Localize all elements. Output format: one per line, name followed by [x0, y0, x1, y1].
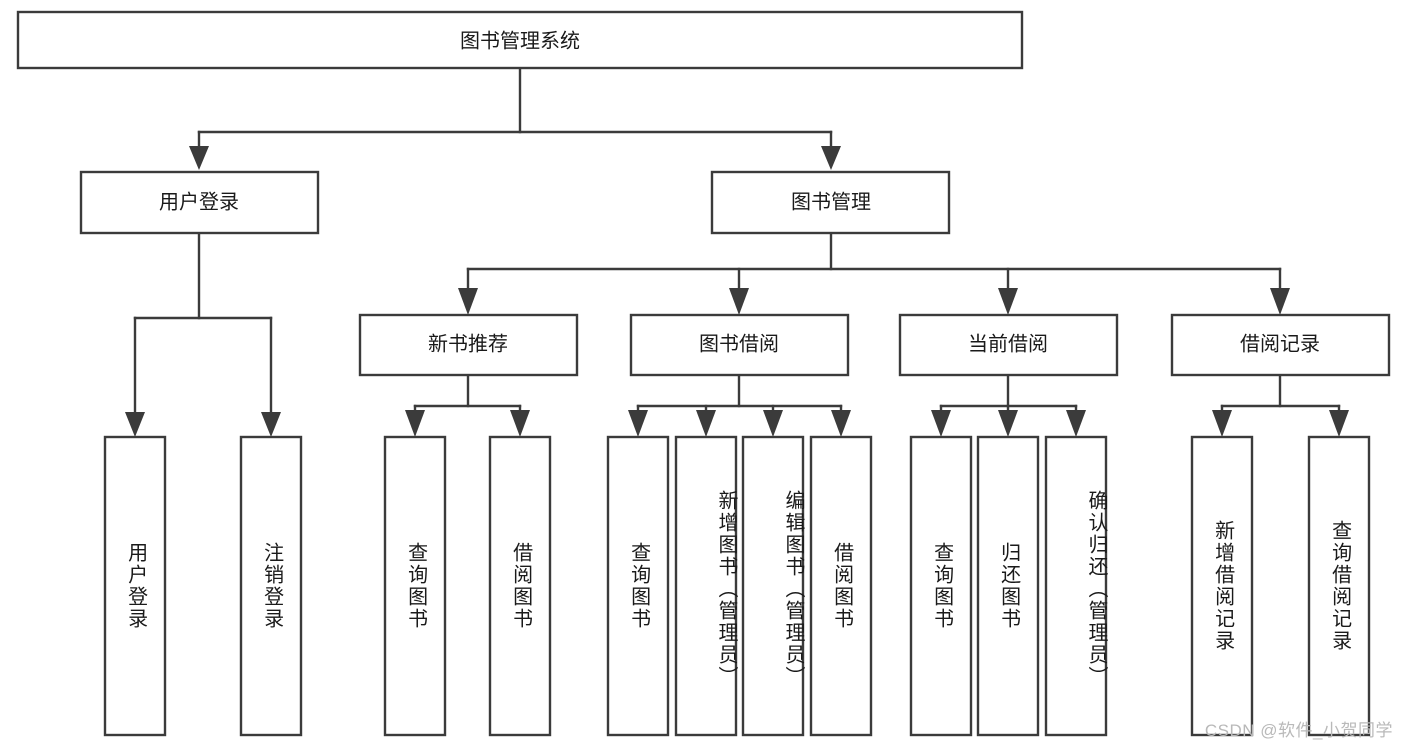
arrowhead-book-borrow: [729, 288, 749, 315]
node-leaf-query-book-3-box[interactable]: [909, 435, 973, 737]
arrowhead-leaf-user-login: [125, 412, 145, 437]
node-book-management-label: 图书管理: [791, 190, 871, 213]
arrowhead-leaf-query-record: [1329, 410, 1349, 437]
node-leaf-add-record-box[interactable]: [1190, 435, 1254, 737]
node-root-box[interactable]: [16, 10, 1024, 70]
connectors-new-book-recommend-to-leaves: [405, 373, 530, 437]
node-borrow-record-label: 借阅记录: [1240, 332, 1320, 355]
arrowhead-leaf-query-book-1: [405, 410, 425, 437]
arrowhead-new-book-recommend: [458, 288, 478, 315]
arrowhead-leaf-query-book-2: [628, 410, 648, 437]
arrowhead-leaf-confirm-return: [1066, 410, 1086, 437]
node-new-book-recommend-box[interactable]: [358, 313, 579, 377]
node-user-login-box[interactable]: [79, 170, 320, 235]
node-new-book-recommend[interactable]: 新书推荐: [358, 313, 579, 377]
csdn-watermark: CSDN @软件_小贺同学: [1204, 721, 1393, 740]
node-book-borrow-label: 图书借阅: [699, 332, 779, 355]
arrowhead-leaf-edit-book: [763, 410, 783, 437]
arrowhead-leaf-logout-login: [261, 412, 281, 437]
connectors-root-to-level2: [189, 67, 841, 170]
node-current-borrow[interactable]: 当前借阅: [898, 313, 1119, 377]
arrowhead-leaf-add-record: [1212, 410, 1232, 437]
node-leaf-return-book-box[interactable]: [976, 435, 1040, 737]
node-root-label: 图书管理系统: [460, 29, 580, 52]
arrowhead-book-management: [821, 146, 841, 170]
arrowhead-borrow-record: [1270, 288, 1290, 315]
node-root[interactable]: 图书管理系统: [16, 10, 1024, 70]
node-leaf-borrow-book-2-box[interactable]: [809, 435, 873, 737]
node-leaf-query-book-1-box[interactable]: [383, 435, 447, 737]
arrowhead-leaf-query-book-3: [931, 410, 951, 437]
connectors-book-management-to-level3: [458, 231, 1290, 315]
node-borrow-record[interactable]: 借阅记录: [1170, 313, 1391, 377]
node-leaf-query-book-2-box[interactable]: [606, 435, 670, 737]
node-book-borrow[interactable]: 图书借阅: [629, 313, 850, 377]
arrowhead-user-login: [189, 146, 209, 170]
node-user-login-label: 用户登录: [159, 190, 239, 213]
node-leaf-logout-login-box[interactable]: [239, 435, 303, 737]
arrowhead-leaf-borrow-book-1: [510, 410, 530, 437]
node-leaf-borrow-book-1-box[interactable]: [488, 435, 552, 737]
arrowhead-leaf-borrow-book-2: [831, 410, 851, 437]
node-leaf-add-book-box[interactable]: [674, 435, 738, 737]
connectors-book-borrow-to-leaves: [628, 373, 851, 437]
node-leaf-confirm-return-box[interactable]: [1044, 435, 1108, 737]
arrowhead-leaf-return-book: [998, 410, 1018, 437]
node-leaf-edit-book-box[interactable]: [741, 435, 805, 737]
node-book-management-box[interactable]: [710, 170, 951, 235]
node-leaf-query-record-box[interactable]: [1307, 435, 1371, 737]
connectors-borrow-record-to-leaves: [1212, 373, 1349, 437]
node-current-borrow-label: 当前借阅: [968, 332, 1048, 355]
node-book-management[interactable]: 图书管理: [710, 170, 951, 235]
connectors-current-borrow-to-leaves: [931, 373, 1086, 437]
arrowhead-current-borrow: [998, 288, 1018, 315]
node-current-borrow-box[interactable]: [898, 313, 1119, 377]
node-new-book-recommend-label: 新书推荐: [428, 332, 508, 355]
arrowhead-leaf-add-book: [696, 410, 716, 437]
connectors-user-login-to-leaves: [125, 231, 281, 437]
node-user-login[interactable]: 用户登录: [79, 170, 320, 235]
node-book-borrow-box[interactable]: [629, 313, 850, 377]
node-leaf-user-login-box[interactable]: [103, 435, 167, 737]
node-borrow-record-box[interactable]: [1170, 313, 1391, 377]
